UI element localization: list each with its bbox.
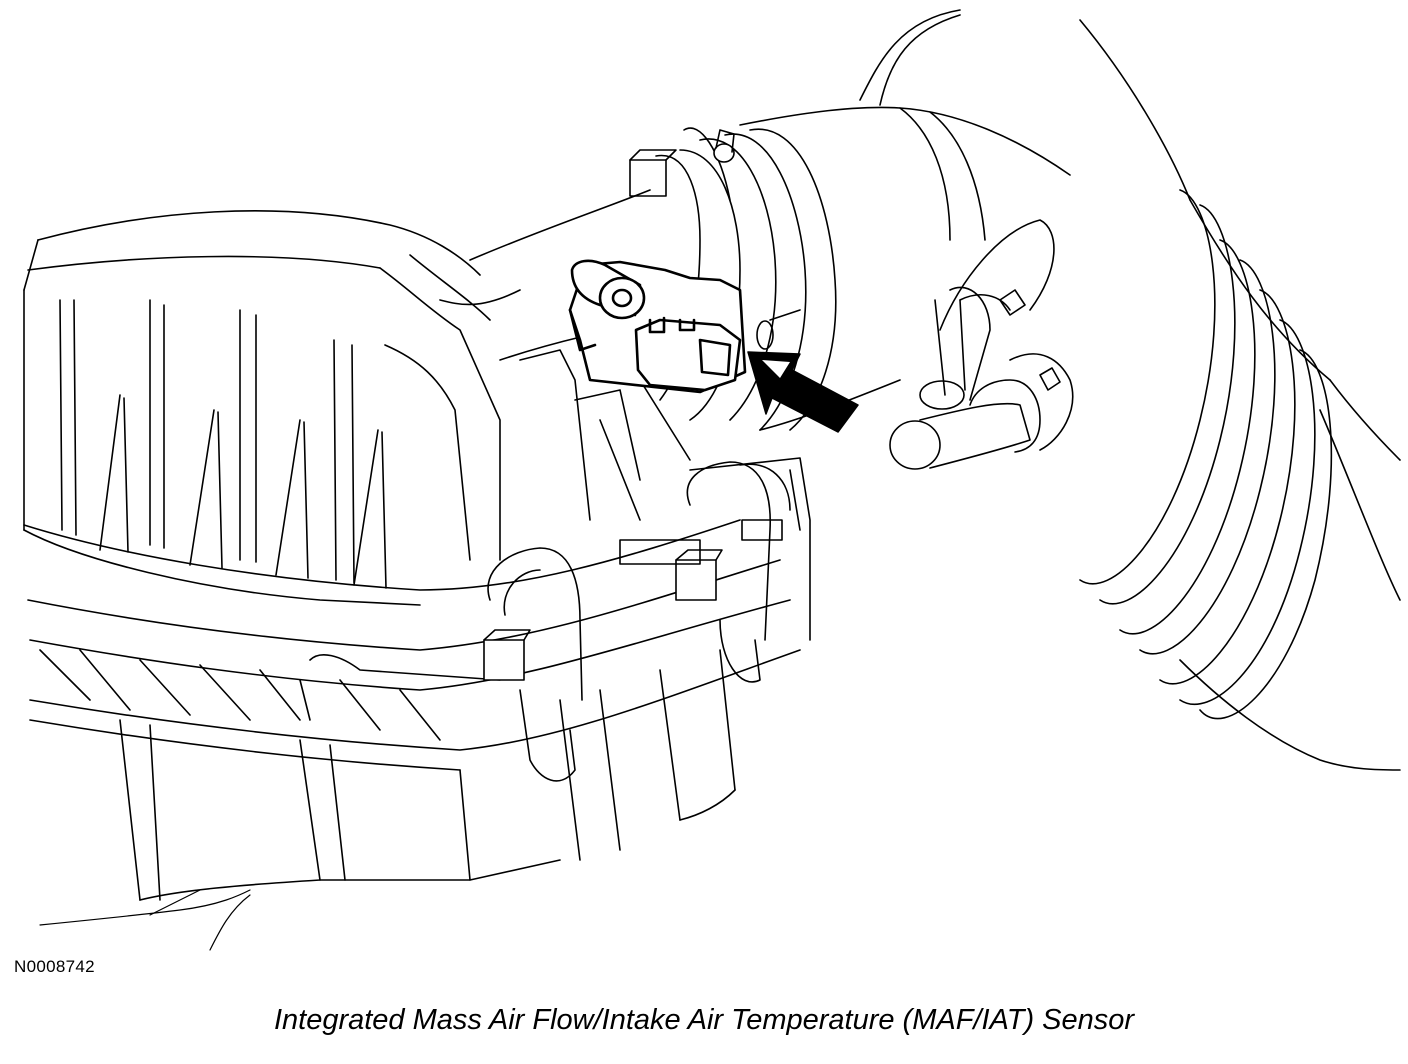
maf-iat-sensor: [568, 259, 747, 394]
figure-id-label: N0008742: [14, 957, 95, 976]
pointer-arrow: [747, 351, 859, 433]
intake-hose: [889, 19, 1401, 771]
air-cleaner-housing: [23, 210, 801, 951]
housing-clips: [483, 457, 811, 782]
figure-caption: Integrated Mass Air Flow/Intake Air Temp…: [273, 1004, 1135, 1036]
